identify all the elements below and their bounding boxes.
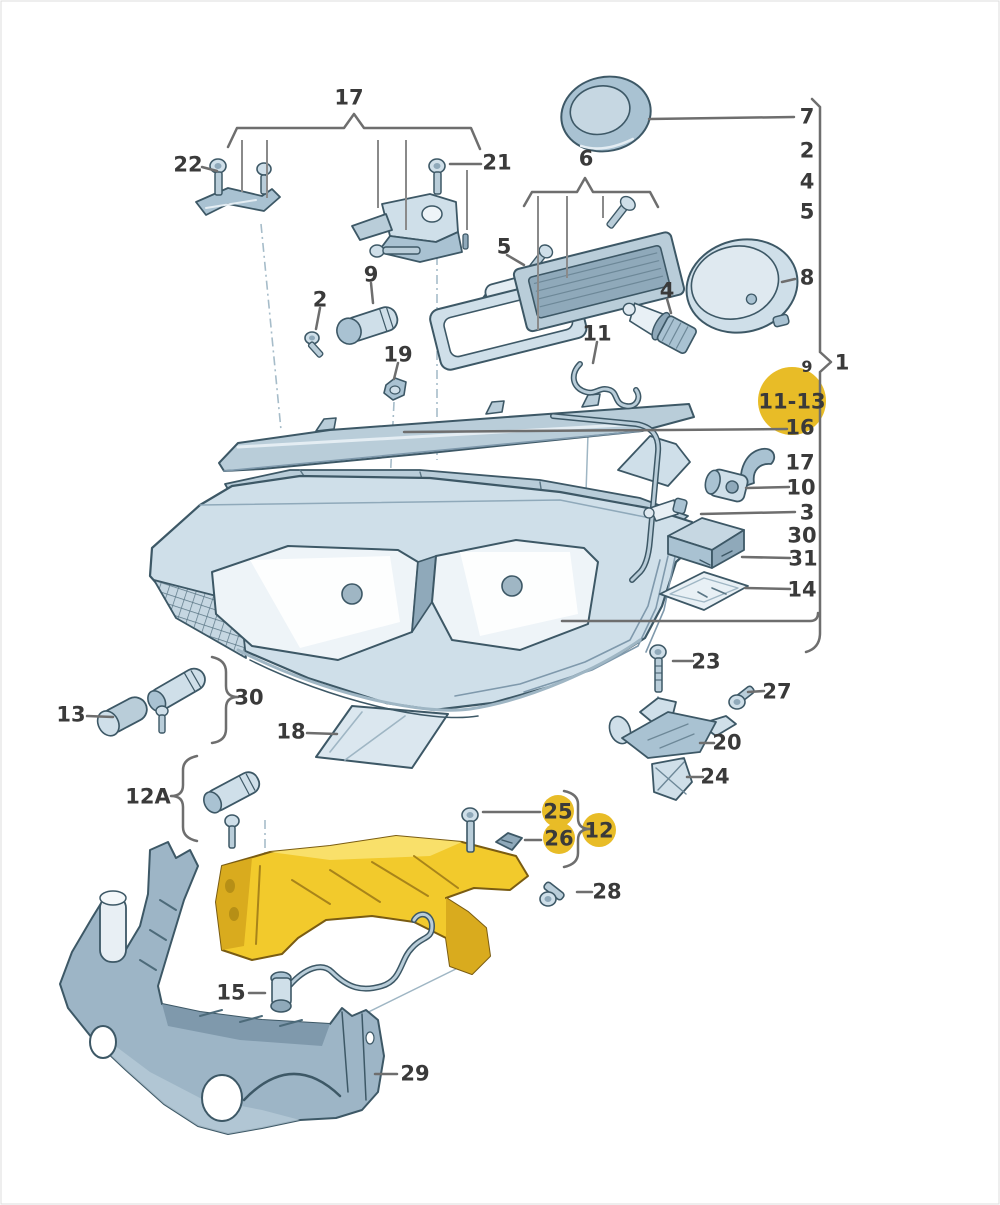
callout-27: 27 <box>762 680 791 704</box>
callout-21: 21 <box>482 151 511 175</box>
part-17-lever <box>740 447 776 488</box>
callout-7: 7 <box>800 105 815 129</box>
part-29-carrier-frame <box>59 841 385 1135</box>
callout-16: 16 <box>785 416 814 440</box>
part-21-actuator <box>351 158 469 263</box>
callout-10: 10 <box>786 476 815 500</box>
callout-9: 9 <box>801 357 812 376</box>
highlight-circle-11-13 <box>758 367 826 435</box>
leader-lines <box>85 115 797 1076</box>
callout-15: 15 <box>216 981 245 1005</box>
part-23-bolt <box>649 644 667 693</box>
callout-11: 11 <box>582 322 611 346</box>
callout-30: 30 <box>234 686 263 710</box>
highlight-circle-26 <box>543 822 575 854</box>
headlight-assembly <box>148 393 698 719</box>
part-4-bulb <box>622 302 697 355</box>
part-30-31-module <box>667 517 745 569</box>
part-9-cylinder <box>336 306 399 345</box>
bracket-drop-lines <box>241 140 604 330</box>
highlight-circles <box>542 367 826 854</box>
callout-4: 4 <box>660 279 675 303</box>
callout-25: 25 <box>543 800 572 824</box>
callout-5: 5 <box>497 235 512 259</box>
part-26-clip <box>495 832 523 851</box>
callout-31: 31 <box>788 547 817 571</box>
part-3-bulb <box>643 497 688 522</box>
bracket-6 <box>522 176 660 209</box>
callout-17: 17 <box>785 451 814 475</box>
callout-3: 3 <box>800 501 815 525</box>
part-6-ballast-group <box>429 195 686 371</box>
callout-9: 9 <box>364 263 379 287</box>
part-27-bolt <box>728 685 755 710</box>
part-14-pad <box>659 571 749 611</box>
callout-13: 13 <box>56 703 85 727</box>
callout-4: 4 <box>800 170 815 194</box>
callout-11-13: 11-13 <box>758 390 825 414</box>
brace-12 <box>562 789 592 869</box>
brace-12a <box>169 754 199 843</box>
part-11-spring-clip <box>570 361 642 410</box>
callout-29: 29 <box>400 1062 429 1086</box>
callout-2: 2 <box>313 288 328 312</box>
callout-1: 1 <box>835 351 850 375</box>
part-24-clip <box>651 757 693 801</box>
part-2-bolt <box>304 331 324 358</box>
bracket-17 <box>226 112 482 151</box>
callout-8: 8 <box>800 266 815 290</box>
part-28-bolt <box>539 881 565 907</box>
callout-5: 5 <box>800 200 815 224</box>
brace-30 <box>210 655 240 745</box>
part-19-nut <box>383 377 407 401</box>
callout-17: 17 <box>334 86 363 110</box>
callout-12A: 12A <box>125 785 171 809</box>
part-22-bracket <box>195 158 281 216</box>
callout-18: 18 <box>276 720 305 744</box>
bracket-1 <box>560 97 833 654</box>
parts-artwork <box>59 75 799 1135</box>
part-12-bracket-highlighted <box>215 835 529 975</box>
callout-12: 12 <box>584 819 613 843</box>
part-12a-pump <box>203 771 261 849</box>
part-10-socket <box>704 468 749 503</box>
callout-2: 2 <box>800 139 815 163</box>
part-18-cover-plate <box>315 705 449 769</box>
callout-23: 23 <box>691 650 720 674</box>
callout-6: 6 <box>579 147 594 171</box>
part-16-rod <box>550 413 662 583</box>
part-7-cap <box>560 75 652 153</box>
part-13-washer-jet <box>96 667 206 737</box>
highlight-circle-12 <box>582 813 616 847</box>
highlight-circle-25 <box>542 795 574 827</box>
part-20-bracket <box>608 697 737 759</box>
part-15-grommet-and-hose <box>270 911 435 1013</box>
callout-26: 26 <box>544 827 573 851</box>
callout-20: 20 <box>712 731 741 755</box>
callout-22: 22 <box>173 153 202 177</box>
callout-19: 19 <box>383 343 412 367</box>
callout-24: 24 <box>700 765 729 789</box>
callout-30: 30 <box>787 524 816 548</box>
part-8-cover <box>685 238 799 334</box>
callout-14: 14 <box>787 578 816 602</box>
callout-28: 28 <box>592 880 621 904</box>
part-25-bolt <box>461 807 479 853</box>
group-brackets <box>169 97 833 869</box>
